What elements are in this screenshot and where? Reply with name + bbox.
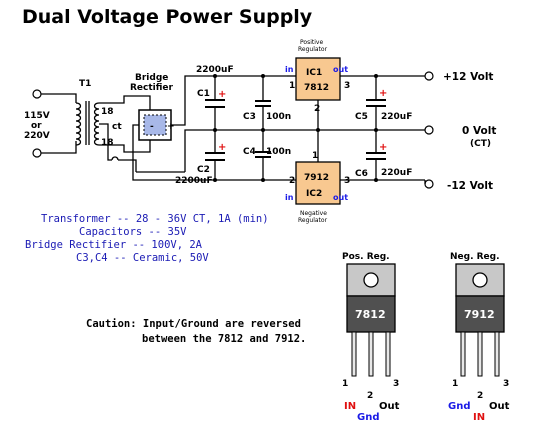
input-or: or [31,121,42,131]
c6-label: C6 [355,169,368,179]
regulator-ic2: 7912 IC2 in out 2 1 3 Negative Regulator [285,130,350,224]
capacitor-c4: C4 100n [243,130,291,180]
capacitor-c2: + C2 2200uF [175,130,226,186]
neg-reg-part: 7912 [464,308,495,321]
input-voltage-1: 115V [24,111,50,121]
input-terminal-bottom [32,148,42,158]
output-terminal-neg [424,179,434,189]
spec-line: C3,C4 -- Ceramic, 50V [76,252,209,264]
c5-plus: + [379,88,387,99]
c3-label: C3 [243,112,256,122]
c6-plus: + [379,142,387,153]
input-terminal-top [32,89,42,99]
pos-reg-l1: IN [344,401,356,412]
neg-reg-pin2: 2 [477,391,483,401]
output-zero-label: 0 Volt [462,125,496,137]
transformer-t1: T1 18 ct 18 [75,79,122,148]
pos-reg-part: 7812 [355,308,386,321]
output-neg-label: -12 Volt [447,180,493,192]
c6-value: 220uF [381,168,412,178]
bridge-label-2: Rectifier [130,83,174,93]
tap-top-label: 18 [101,107,114,117]
c2-value: 2200uF [175,176,213,186]
neg-reg-l2: IN [473,412,485,423]
neg-reg-package: Neg. Reg. 7912 1 2 3 Gnd IN Out [448,252,510,423]
ic1-pin2: 2 [314,104,320,114]
neg-reg-l3: Out [489,401,510,412]
capacitor-c1: + C1 2200uF [196,65,234,130]
capacitor-c6: + C6 220uF [355,130,412,180]
c5-label: C5 [355,112,368,122]
neg-reg-title: Neg. Reg. [450,252,500,262]
ic1-caption-2: Regulator [298,46,328,53]
ic2-part: 7912 [304,173,329,183]
caution-line-2: between the 7812 and 7912. [142,333,306,345]
bridge-minus: - [150,122,154,132]
ic2-pin3: 3 [344,176,350,186]
ic2-pin1: 1 [312,151,318,161]
c4-value: 100n [266,147,291,157]
capacitor-c5: + C5 220uF [355,76,412,130]
capacitor-c3: C3 100n [243,76,291,130]
pos-reg-package: Pos. Reg. 7812 1 2 3 IN Gnd Out [342,252,400,423]
ic2-name: IC2 [306,189,322,199]
diagram-title: Dual Voltage Power Supply [22,6,313,28]
output-ct-label: (CT) [470,139,491,149]
bridge-label-1: Bridge [135,73,168,83]
ic2-caption-1: Negative [300,210,327,217]
output-terminal-pos [424,71,434,81]
ic2-out: out [333,193,348,202]
input-voltage-2: 220V [24,131,50,141]
ic1-part: 7812 [304,83,329,93]
output-pos-label: +12 Volt [443,71,493,83]
spec-line: Capacitors -- 35V [79,226,187,238]
neg-reg-pin3: 3 [503,379,509,389]
outputs: +12 Volt 0 Volt (CT) -12 Volt [424,71,496,192]
c2-plus: + [218,142,226,153]
output-terminal-zero [424,125,434,135]
caution-line-1: Caution: Input/Ground are reversed [86,318,301,330]
tap-bottom-label: 18 [101,138,114,148]
ic1-pin1: 1 [289,81,295,91]
pos-reg-title: Pos. Reg. [342,252,390,262]
ic2-in: in [285,193,294,202]
ic1-in: in [285,65,294,74]
transformer-label: T1 [79,79,91,89]
ic1-pin3: 3 [344,81,350,91]
spec-line: Transformer -- 28 - 36V CT, 1A (min) [41,213,269,225]
ic1-out: out [333,65,348,74]
pos-reg-pin1: 1 [342,379,348,389]
bridge-plus: + [167,122,175,132]
regulator-ic1: Positive Regulator IC1 7812 in out 1 2 3 [285,39,350,130]
pos-reg-pin3: 3 [393,379,399,389]
c2-label: C2 [197,165,210,175]
c3-value: 100n [266,112,291,122]
ic2-caption-2: Regulator [298,217,328,224]
spec-line: Bridge Rectifier -- 100V, 2A [25,239,203,251]
c1-label: C1 [197,89,210,99]
neg-reg-pin1: 1 [452,379,458,389]
neg-reg-l1: Gnd [448,401,471,412]
ic1-name: IC1 [306,68,322,78]
c5-value: 220uF [381,112,412,122]
pos-reg-l2: Gnd [357,412,380,423]
ic1-caption-1: Positive [300,39,323,46]
ac-input: 115V or 220V [24,89,77,158]
c1-plus: + [218,89,226,100]
bridge-rectifier: Bridge Rectifier - + [130,73,175,141]
spec-list: Transformer -- 28 - 36V CT, 1A (min) Cap… [25,213,269,264]
pos-reg-pin2: 2 [367,391,373,401]
tap-ct-label: ct [112,122,122,132]
ic2-pin2: 2 [289,176,295,186]
c1-value: 2200uF [196,65,234,75]
pos-reg-l3: Out [379,401,400,412]
c4-label: C4 [243,147,256,157]
